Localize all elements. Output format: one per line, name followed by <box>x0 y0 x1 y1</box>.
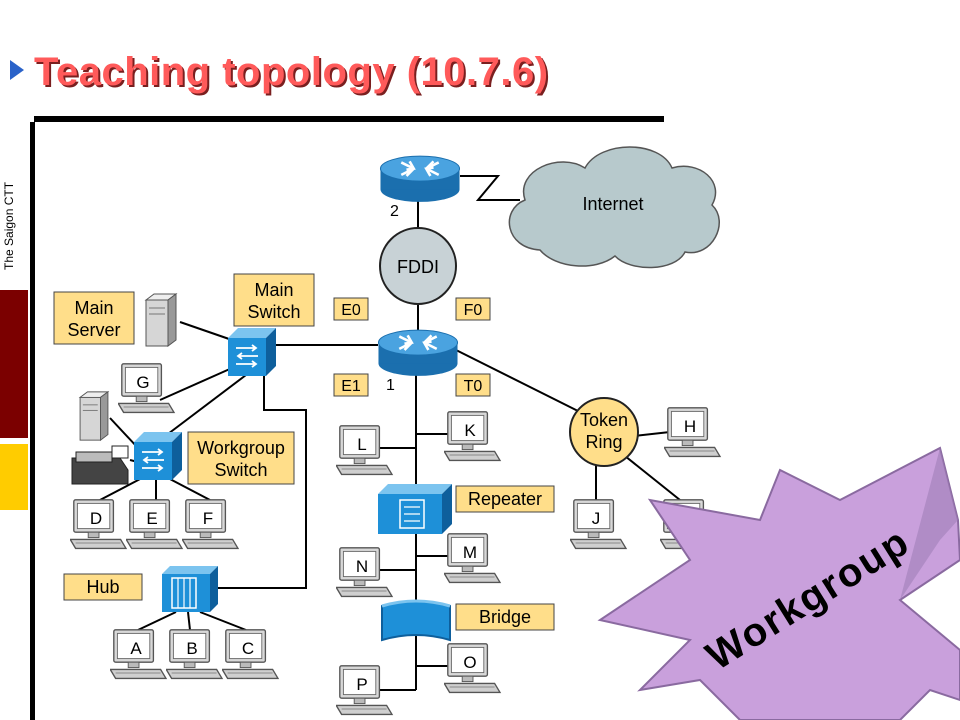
workgroup-server-icon <box>79 391 109 441</box>
repeater-icon <box>378 484 452 534</box>
workgroup-switch-icon <box>134 432 182 480</box>
main-switch-icon <box>228 328 276 376</box>
internet-label: Internet <box>582 194 643 214</box>
main-server-box <box>53 291 135 345</box>
fddi-label: FDDI <box>397 257 439 277</box>
token-ring-icon <box>569 397 639 467</box>
printer-icon <box>71 445 129 485</box>
repeater-label: Repeater <box>468 489 542 509</box>
interface-t0-box <box>455 373 491 397</box>
token-ring-label-2: Ring <box>585 432 622 452</box>
host-g-label: G <box>136 373 149 392</box>
side-bar-white <box>0 122 28 290</box>
interface-e0-label: E0 <box>341 302 361 319</box>
bullet-arrow-icon <box>10 60 24 80</box>
workgroup-starburst-icon <box>597 446 960 720</box>
host-n-label: N <box>356 557 368 576</box>
bridge-box <box>455 603 555 631</box>
workgroup-switch-label-2: Switch <box>214 460 267 480</box>
hub-label: Hub <box>86 577 119 597</box>
host-c-label: C <box>242 639 254 658</box>
host-b-label: B <box>186 639 197 658</box>
hub-icon <box>162 566 218 612</box>
host-l-label: L <box>357 435 366 454</box>
main-switch-label-1: Main <box>254 280 293 300</box>
host-f-label: F <box>203 509 213 528</box>
main-switch-box <box>233 273 315 327</box>
host-o-label: O <box>463 653 476 672</box>
interface-f0-label: F0 <box>464 302 483 319</box>
host-m-label: M <box>463 543 477 562</box>
fddi-ring-icon <box>379 227 457 305</box>
workgroup-switch-label-1: Workgroup <box>197 438 285 458</box>
router-1-icon <box>377 328 459 378</box>
host-p-label: P <box>356 675 367 694</box>
bridge-icon <box>381 599 451 642</box>
main-switch-label-2: Switch <box>247 302 300 322</box>
workgroup-switch-box <box>187 431 295 485</box>
bridge-label: Bridge <box>479 607 531 627</box>
main-server-label-1: Main <box>74 298 113 318</box>
router-1-label: 1 <box>386 377 395 394</box>
hub-box <box>63 573 143 601</box>
host-d-label: D <box>90 509 102 528</box>
host-h-label: H <box>684 417 696 436</box>
interface-e1-box <box>333 373 369 397</box>
interface-t0-label: T0 <box>464 378 483 395</box>
host-a-label: A <box>130 639 142 658</box>
token-ring-label-1: Token <box>580 410 628 430</box>
host-k-label: K <box>464 421 476 440</box>
repeater-box <box>455 485 555 513</box>
side-bar-gold <box>0 444 28 510</box>
host-j-label: J <box>592 509 601 528</box>
interface-e1-label: E1 <box>341 378 361 395</box>
side-bar-maroon <box>0 290 28 438</box>
top-rule <box>34 116 664 122</box>
host-e-label: E <box>146 509 157 528</box>
router-2-icon <box>379 154 461 204</box>
slide-title: Teaching topology (10.7.6) <box>34 49 549 94</box>
interface-f0-box <box>455 297 491 321</box>
router-2-label: 2 <box>390 203 399 220</box>
main-server-icon <box>145 293 177 347</box>
internet-cloud-icon <box>508 146 720 269</box>
slide-title-group: Teaching topology (10.7.6) <box>10 44 549 100</box>
left-rule <box>30 122 35 720</box>
interface-e0-box <box>333 297 369 321</box>
main-server-label-2: Server <box>67 320 120 340</box>
